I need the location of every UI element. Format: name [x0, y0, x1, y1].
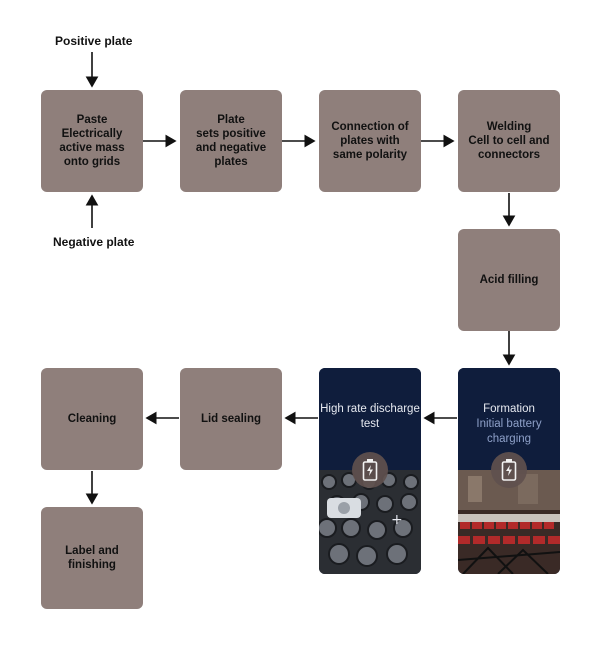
step-welding-title: Welding [486, 121, 532, 133]
step-label-finishing-title: Label and finishing [65, 545, 119, 571]
svg-text:+: + [391, 512, 403, 528]
step-plate-title: Plate [217, 114, 245, 126]
step-formation-text: Initial battery charging [476, 418, 542, 445]
negative-plate-label: Negative plate [53, 235, 135, 249]
step-welding: Welding Cell to cell and connectors [458, 90, 560, 192]
formation-photo [458, 470, 560, 574]
step-acid-filling: Acid filling [458, 229, 560, 331]
step-discharge-title: High rate discharge test [320, 403, 420, 430]
step-formation-title: Formation [483, 403, 535, 415]
battery-charging-icon [352, 452, 388, 488]
step-lid-sealing-title: Lid sealing [200, 413, 262, 425]
step-label-finishing: Label and finishing [41, 507, 143, 609]
step-discharge-test: High rate discharge test + [319, 368, 421, 574]
discharge-photo: + [319, 470, 421, 574]
step-lid-sealing: Lid sealing [180, 368, 282, 470]
step-welding-text: Cell to cell and connectors [468, 135, 550, 161]
battery-charging-icon [491, 452, 527, 488]
step-paste: Paste Electrically active mass onto grid… [41, 90, 143, 192]
step-connection: Connection of plates with same polarity [319, 90, 421, 192]
positive-plate-label: Positive plate [55, 34, 133, 48]
step-acid-filling-title: Acid filling [479, 274, 539, 286]
step-paste-text: Electrically active mass onto grids [59, 128, 125, 168]
step-cleaning: Cleaning [41, 368, 143, 470]
step-connection-title: Connection of plates with same polarity [331, 121, 409, 161]
step-plate: Plate sets positive and negative plates [180, 90, 282, 192]
step-plate-text: sets positive and negative plates [195, 128, 267, 168]
step-formation: Formation Initial battery charging [458, 368, 560, 574]
step-cleaning-title: Cleaning [67, 413, 117, 425]
step-paste-title: Paste [76, 114, 108, 126]
